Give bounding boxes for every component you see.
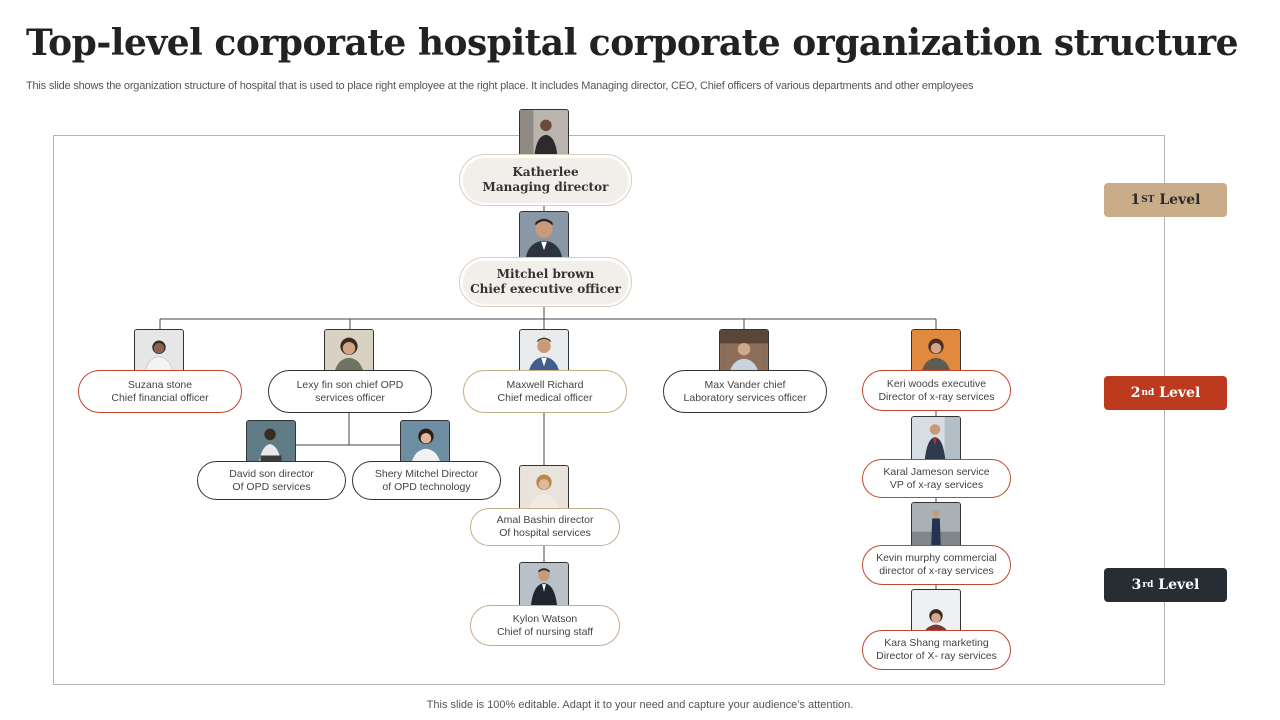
amal-role: Of hospital services (499, 527, 591, 539)
max-role: Laboratory services officer (683, 391, 807, 404)
lexy-role: services officer (315, 391, 385, 404)
karal-name: Karal Jameson service (883, 465, 990, 478)
suzana-role: Chief financial officer (111, 391, 209, 404)
mitchel-photo (519, 211, 569, 259)
mitchel-role: Chief executive officer (470, 282, 621, 296)
david-role: Of OPD services (232, 480, 311, 493)
slide-footer: This slide is 100% editable. Adapt it to… (426, 699, 854, 711)
amal-photo (519, 465, 569, 513)
katherlee-photo (519, 109, 569, 157)
level-1-text: Level (1154, 192, 1201, 208)
kylon-name: Kylon Watson (512, 612, 578, 625)
shery-name: Shery Mitchel Director (374, 467, 479, 480)
level-3-text: Level (1153, 577, 1200, 593)
karal-photo (911, 416, 961, 464)
katherlee-role: Managing director (482, 180, 609, 194)
kylon-role: Chief of nursing staff (496, 625, 594, 638)
kylon-photo (519, 562, 569, 610)
ceo-node: Mitchel brown Chief executive officer (459, 257, 632, 307)
level-1-suffix-sup: ST (1141, 195, 1155, 205)
keri-photo (911, 329, 961, 377)
slide-subtitle: This slide shows the organization struct… (26, 80, 974, 92)
keri-role: Director of x-ray services (878, 390, 995, 403)
level-3-suffix-sup: rd (1142, 580, 1154, 590)
kevin-role: director of x-ray services (879, 565, 994, 577)
org-chart-frame (53, 135, 1165, 685)
karal-role: VP of x-ray services (889, 478, 984, 491)
amal-name: Amal Bashin director (496, 514, 594, 526)
maxwell-role: Chief medical officer (497, 391, 593, 404)
kara-name: Kara Shang marketing (884, 637, 989, 649)
lexy-name: Lexy fin son chief OPD (296, 378, 404, 391)
level-3-number: 3 (1131, 577, 1142, 593)
level-2-text: Level (1154, 385, 1201, 401)
level-1-number: 1 (1130, 192, 1141, 208)
kevin-photo (911, 502, 961, 550)
shery-photo (400, 420, 450, 468)
suzana-name: Suzana stone (127, 378, 193, 391)
max-photo (719, 329, 769, 377)
kevin-name: Kevin murphy commercial (876, 552, 997, 564)
keri-name: Keri woods executive (886, 377, 987, 390)
slide-title: Top-level corporate hospital corporate o… (26, 22, 1239, 64)
managing-director-node: Katherlee Managing director (459, 154, 632, 206)
katherlee-name: Katherlee (512, 165, 579, 179)
david-photo (246, 420, 296, 468)
mitchel-name: Mitchel brown (496, 267, 595, 281)
maxwell-photo (519, 329, 569, 377)
shery-role: of OPD technology (382, 480, 471, 493)
maxwell-name: Maxwell Richard (506, 378, 584, 391)
lexy-photo (324, 329, 374, 377)
david-name: David son director (229, 467, 314, 480)
kara-role: Director of X- ray services (876, 650, 997, 662)
level-2-suffix-sup: nd (1141, 388, 1155, 398)
level-2-number: 2 (1130, 385, 1141, 401)
max-name: Max Vander chief (704, 378, 786, 391)
